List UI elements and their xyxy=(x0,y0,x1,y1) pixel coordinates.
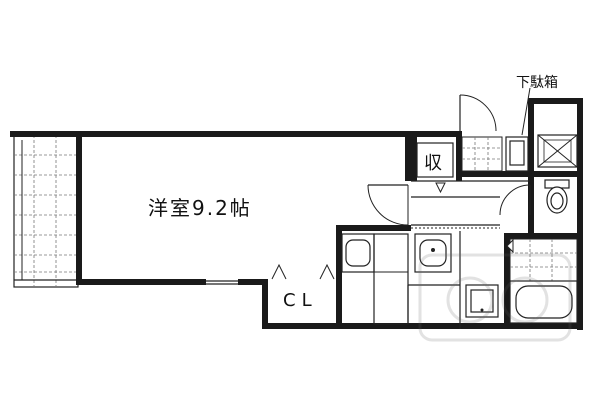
balcony xyxy=(13,134,79,288)
storage-label: 収 xyxy=(424,153,442,174)
toilet-door xyxy=(499,184,531,216)
closet-door-markers xyxy=(271,238,514,280)
washbasin xyxy=(414,233,452,273)
bathtub xyxy=(509,238,578,324)
storage-door-arrow xyxy=(435,182,446,194)
window-bottom xyxy=(206,280,238,285)
shoe-box-label: 下駄箱 xyxy=(516,75,558,91)
storage-cabinet xyxy=(416,142,454,178)
corridor xyxy=(411,180,530,229)
entrance-door xyxy=(459,94,497,132)
entrance-tiles xyxy=(461,136,503,172)
toilet xyxy=(544,179,570,214)
shower-square xyxy=(465,284,499,318)
shoe-box-area xyxy=(505,87,531,172)
watermark-logo xyxy=(418,253,572,342)
balcony-tile-grid xyxy=(14,135,78,287)
room-door xyxy=(367,184,409,226)
western-room-label: 洋室9.2帖 xyxy=(148,196,252,220)
closet-label: CL xyxy=(283,290,318,311)
kitchen-sink xyxy=(341,233,409,325)
washer-space xyxy=(537,134,578,168)
